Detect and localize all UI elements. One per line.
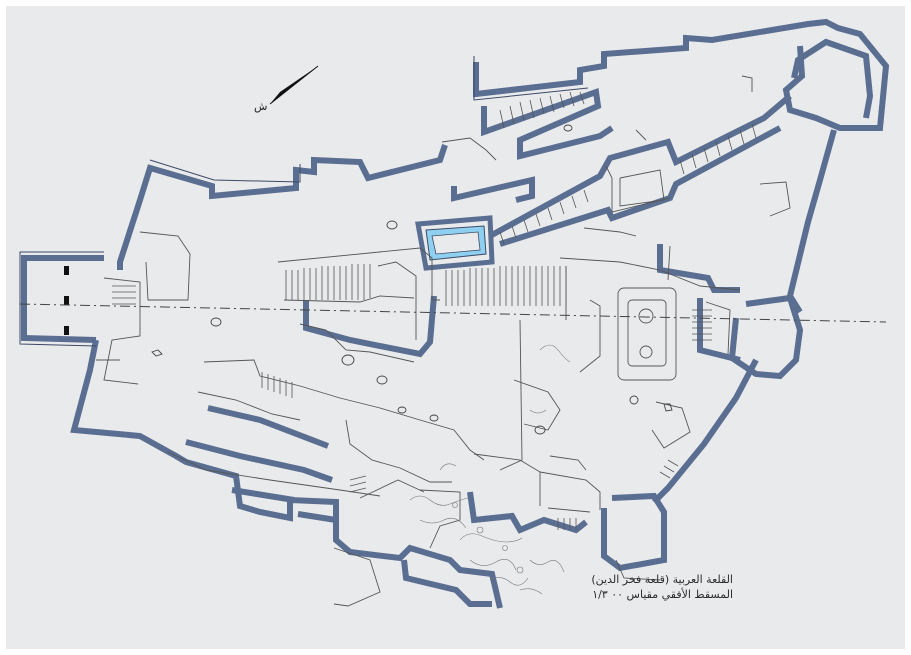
south-interior-wall-3: [231, 487, 295, 503]
hall-wall: [303, 295, 437, 358]
north-upper-wall: [473, 18, 890, 131]
east-interior-wall: [657, 244, 740, 293]
thin-detail-lines: [96, 75, 791, 607]
plan-background: [6, 6, 905, 649]
stone-marks: [151, 124, 673, 435]
west-tower-slots: [64, 266, 69, 335]
caption-subtitle: المسقط الأفقي مقياس ۰۰ ١/٣: [592, 588, 733, 601]
caption-title: القلعة العربية (قلعة فخر الدين): [591, 573, 733, 586]
north-diagonal-wall: [481, 87, 614, 160]
north-label: ش: [254, 100, 267, 113]
central-diagonal-wall-2: [499, 125, 782, 247]
central-block: [451, 176, 535, 203]
plan-caption: القلعة العربية (قلعة فخر الدين) المسقط ا…: [533, 572, 733, 602]
southeast-wall: [651, 358, 759, 505]
section-line: [19, 303, 887, 323]
south-annex-wall: [401, 559, 492, 607]
stair-hatching: [112, 91, 757, 530]
southwest-wall: [70, 339, 503, 609]
wall-outlines: [19, 56, 589, 347]
south-room-wall: [297, 511, 337, 523]
northwest-wall: [117, 144, 448, 270]
east-interior-wall-2: [697, 298, 741, 363]
southeast-tower: [601, 492, 667, 572]
outer-walls: [21, 18, 890, 609]
north-tower-inner: [791, 38, 874, 119]
south-interior-wall-2: [185, 439, 334, 483]
west-tower-wall: [21, 255, 104, 343]
central-diagonal-wall: [488, 93, 792, 239]
rubble-area: [409, 344, 571, 595]
north-arrow: ش: [254, 65, 319, 113]
south-interior-wall-1: [207, 405, 330, 449]
highlighted-chamber: [415, 215, 495, 271]
